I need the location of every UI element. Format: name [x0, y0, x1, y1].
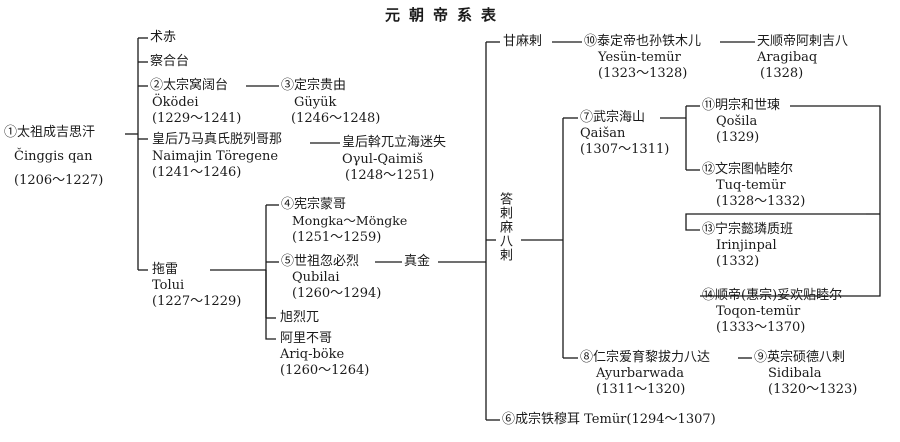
- yesun-romanized: Yesün-temür: [598, 50, 681, 65]
- genghis-name: ①太祖成吉思汗: [4, 125, 96, 140]
- guyuk-romanized: Güyük: [294, 95, 337, 110]
- qosila-romanized: Qošila: [716, 114, 758, 129]
- ariqboke-years: (1260～1264): [280, 363, 370, 378]
- toqon-romanized: Toqon-temür: [716, 304, 801, 319]
- chagatai-name: 察合台: [150, 54, 190, 69]
- temur-name: ⑥成宗铁穆耳 Temür(1294～1307): [502, 412, 716, 427]
- link-qosila-irinjinpal: [685, 213, 866, 231]
- kublai-romanized: Qubilai: [292, 270, 340, 285]
- qosila-years: (1329): [716, 130, 760, 145]
- toqon-name: ⑭顺帝(惠宗)妥欢贴睦尔: [702, 288, 843, 303]
- ayurbarwada-years: (1311～1320): [596, 382, 686, 397]
- sidibala-name: ⑨英宗硕德八剌: [754, 350, 846, 365]
- qaisan-years: (1307～1311): [580, 142, 670, 157]
- oghul-romanized: Oγul-Qaimiš: [342, 152, 424, 167]
- ogedei-years: (1229～1241): [152, 111, 242, 126]
- ayurbarwada-name: ⑧仁宗爱育黎拔力八达: [580, 350, 711, 365]
- guyuk-name: ③定宗贵由: [281, 78, 347, 93]
- darmabala-name: 答剌麻八剌: [497, 192, 512, 262]
- toqon-years: (1333～1370): [716, 320, 806, 335]
- yesun-name: ⑩泰定帝也孙铁木儿: [584, 34, 702, 49]
- guyuk-years: (1246～1248): [291, 111, 381, 126]
- tolui-years: (1227～1229): [152, 294, 242, 309]
- irinjinpal-romanized: Irinjinpal: [716, 238, 777, 253]
- genghis-romanized: Činggis qan: [14, 149, 93, 164]
- oghul-name: 皇后斡兀立海迷失: [342, 135, 447, 150]
- tuq-name: ⑫文宗图帖睦尔: [702, 162, 794, 177]
- irinjinpal-name: ⑬宁宗懿璘质班: [702, 222, 794, 237]
- ayurbarwada-romanized: Ayurbarwada: [596, 366, 685, 381]
- toregene-name: 皇后乃马真氏脱列哥那: [152, 132, 283, 147]
- oghul-years: (1248～1251): [345, 168, 435, 183]
- sidibala-romanized: Sidibala: [768, 366, 822, 381]
- shuchi-name: 术赤: [150, 30, 177, 45]
- aragibaq-name: 天顺帝阿剌吉八: [757, 34, 849, 49]
- sidibala-years: (1320～1323): [768, 382, 858, 397]
- branch-ariqboke: [265, 270, 276, 340]
- ariqboke-name: 阿里不哥: [280, 331, 333, 346]
- kublai-name: ⑤世祖忽必烈: [281, 254, 360, 269]
- tolui-romanized: Tolui: [152, 278, 185, 293]
- genghis-years: (1206～1227): [14, 173, 104, 188]
- yesun-years: (1323～1328): [598, 66, 688, 81]
- qosila-name: ⑪明宗和世瑓: [702, 98, 781, 113]
- hulagu-name: 旭烈兀: [280, 310, 320, 325]
- mongke-romanized: Mongka～Möngke: [292, 213, 408, 228]
- toregene-years: (1241～1246): [152, 165, 242, 180]
- aragibaq-years: (1328): [760, 66, 804, 81]
- mongke-name: ④宪宗蒙哥: [281, 197, 347, 212]
- tuq-years: (1328～1332): [716, 194, 806, 209]
- page-title: 元朝帝系表: [385, 6, 506, 24]
- irinjinpal-years: (1332): [716, 254, 760, 269]
- aragibaq-romanized: Aragibaq: [757, 50, 818, 65]
- tolui-name: 拖雷: [152, 262, 179, 277]
- ariqboke-romanized: Ariq-böke: [280, 347, 345, 362]
- link-qosila-toqon: [700, 105, 881, 297]
- gamala-name: 甘麻剌: [503, 34, 543, 49]
- tuq-romanized: Tuq-temür: [716, 178, 786, 193]
- kublai-years: (1260～1294): [292, 286, 382, 301]
- ogedei-name: ②太宗窝阔台: [150, 78, 229, 93]
- zhenjin-name: 真金: [404, 254, 431, 269]
- qaisan-name: ⑦武宗海山: [580, 110, 646, 125]
- toregene-romanized: Naimajin Töregene: [152, 149, 279, 164]
- mongke-years: (1251～1259): [292, 230, 382, 245]
- qaisan-romanized: Qaišan: [580, 126, 626, 141]
- ogedei-romanized: Öködei: [152, 95, 199, 110]
